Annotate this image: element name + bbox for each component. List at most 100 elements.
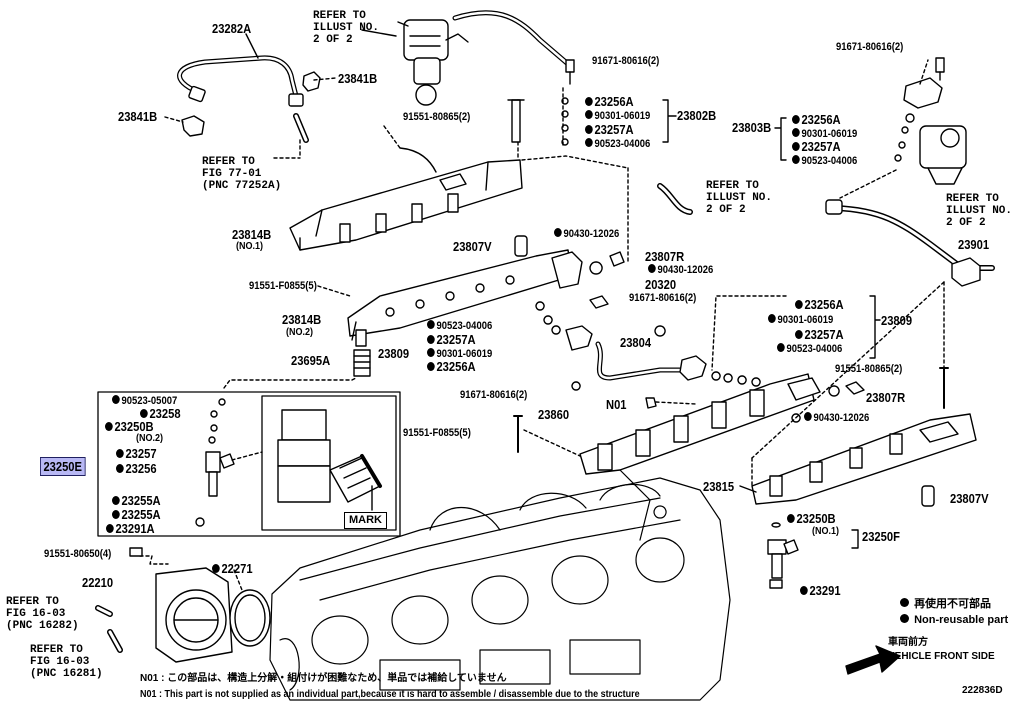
label-N01: N01 — [606, 397, 627, 412]
non-reusable-marker — [792, 142, 800, 151]
diagram-id: 222836D — [962, 685, 1003, 696]
non-reusable-marker — [105, 422, 113, 431]
label-23250F: 23250F — [862, 529, 900, 544]
label-22271: 22271 — [212, 562, 253, 575]
label-90523-d: 90523-04006 — [777, 343, 842, 355]
label-23256A-b: 23256A — [792, 113, 841, 126]
label-23841B-left: 23841B — [118, 109, 158, 124]
box-label-23255A-2: 23255A — [112, 508, 161, 521]
non-reusable-marker — [585, 138, 593, 147]
label-23250B-no1-sub: (NO.1) — [812, 526, 839, 537]
non-reusable-marker — [427, 348, 435, 357]
footnote-jp: N01 : この部品は、構造上分解・組付けが困難なため、単品では補給していません — [140, 673, 507, 684]
label-23257A-d: 23257A — [795, 328, 844, 341]
mark-label: MARK — [344, 512, 387, 529]
non-reusable-marker — [900, 614, 909, 623]
label-91671-low: 91671-80616(2) — [460, 389, 528, 401]
label-90301-c: 90301-06019 — [427, 348, 492, 360]
label-23257A-c: 23257A — [427, 333, 476, 346]
label-20320: 20320 — [645, 277, 677, 292]
label-23802B: 23802B — [677, 108, 717, 123]
non-reusable-marker — [795, 330, 803, 339]
label-23809-b: 23809 — [881, 313, 913, 328]
non-reusable-marker — [585, 110, 593, 119]
label-23695A: 23695A — [291, 353, 331, 368]
non-reusable-marker — [112, 496, 120, 505]
label-23814B-no2: 23814B — [282, 312, 322, 327]
non-reusable-marker — [106, 524, 114, 533]
label-23282A: 23282A — [212, 21, 252, 36]
non-reusable-marker — [792, 115, 800, 124]
box-label-90523: 90523-05007 — [112, 395, 177, 407]
label-91671-mid: 91671-80616(2) — [629, 292, 697, 304]
label-23250E-highlighted[interactable]: 23250E — [40, 457, 86, 476]
non-reusable-marker — [427, 335, 435, 344]
label-23256A-a: 23256A — [585, 95, 634, 108]
label-22210: 22210 — [82, 575, 114, 590]
refer-illust-right: REFER TO ILLUST NO. 2 OF 2 — [946, 193, 1013, 229]
label-23291: 23291 — [800, 584, 841, 597]
label-91671-right: 91671-80616(2) — [836, 41, 904, 53]
refer-illust-mid: REFER TO ILLUST NO. 2 OF 2 — [706, 180, 773, 216]
non-reusable-marker — [112, 510, 120, 519]
non-reusable-marker — [427, 362, 435, 371]
label-23901: 23901 — [958, 237, 990, 252]
legend-non-reusable-en: Non-reusable part — [900, 614, 1008, 626]
label-90523-b: 90523-04006 — [792, 155, 857, 167]
refer-fig-16-03-a: REFER TO FIG 16-03 (PNC 16282) — [6, 596, 79, 632]
non-reusable-marker — [554, 228, 562, 237]
label-23256A-d: 23256A — [795, 298, 844, 311]
label-90430-c: 90430-12026 — [804, 412, 869, 424]
non-reusable-marker — [112, 395, 120, 404]
non-reusable-marker — [900, 598, 909, 607]
label-23814B-no2-sub: (NO.2) — [286, 327, 313, 338]
label-23841B-right: 23841B — [338, 71, 378, 86]
non-reusable-marker — [116, 464, 124, 473]
non-reusable-marker — [795, 300, 803, 309]
label-90523-c: 90523-04006 — [427, 320, 492, 332]
label-23860: 23860 — [538, 407, 570, 422]
legend-non-reusable-jp: 再使用不可部品 — [900, 598, 991, 610]
non-reusable-marker — [800, 586, 808, 595]
non-reusable-marker — [140, 409, 148, 418]
non-reusable-marker — [427, 320, 435, 329]
label-23807R-a: 23807R — [645, 249, 685, 264]
non-reusable-marker — [804, 412, 812, 421]
box-label-23250B-sub: (NO.2) — [136, 433, 163, 444]
label-23809-a: 23809 — [378, 346, 410, 361]
box-label-23256: 23256 — [116, 462, 157, 475]
label-90430-b: 90430-12026 — [648, 264, 713, 276]
label-23803B: 23803B — [732, 120, 772, 135]
label-23807V-a: 23807V — [453, 239, 492, 254]
label-91551-80650: 91551-80650(4) — [44, 548, 112, 560]
label-23807R-b: 23807R — [866, 390, 906, 405]
box-label-23250B: 23250B — [105, 420, 154, 433]
label-23814B-no1-sub: (NO.1) — [236, 241, 263, 252]
non-reusable-marker — [792, 128, 800, 137]
front-label-en: VEHICLE FRONT SIDE — [888, 651, 995, 662]
non-reusable-marker — [585, 97, 593, 106]
label-23807V-b: 23807V — [950, 491, 989, 506]
label-91551-80865-b: 91551-80865(2) — [835, 363, 903, 375]
refer-fig-77-01: REFER TO FIG 77-01 (PNC 77252A) — [202, 156, 282, 192]
non-reusable-marker — [648, 264, 656, 273]
label-23815: 23815 — [703, 479, 735, 494]
non-reusable-marker — [212, 564, 220, 573]
label-23257A-a: 23257A — [585, 123, 634, 136]
non-reusable-marker — [116, 449, 124, 458]
non-reusable-marker — [768, 314, 776, 323]
label-90301-a: 90301-06019 — [585, 110, 650, 122]
refer-fig-16-03-b: REFER TO FIG 16-03 (PNC 16281) — [30, 644, 103, 680]
refer-illust-top: REFER TO ILLUST NO. 2 OF 2 — [313, 10, 380, 46]
label-23804: 23804 — [620, 335, 652, 350]
non-reusable-marker — [787, 514, 795, 523]
non-reusable-marker — [585, 125, 593, 134]
label-91551-80865-top: 91551-80865(2) — [403, 111, 471, 123]
label-23257A-b: 23257A — [792, 140, 841, 153]
box-label-23255A-1: 23255A — [112, 494, 161, 507]
box-label-23291A: 23291A — [106, 522, 155, 535]
label-91671-top: 91671-80616(2) — [592, 55, 660, 67]
label-91551-F0855-a: 91551-F0855(5) — [249, 280, 317, 292]
